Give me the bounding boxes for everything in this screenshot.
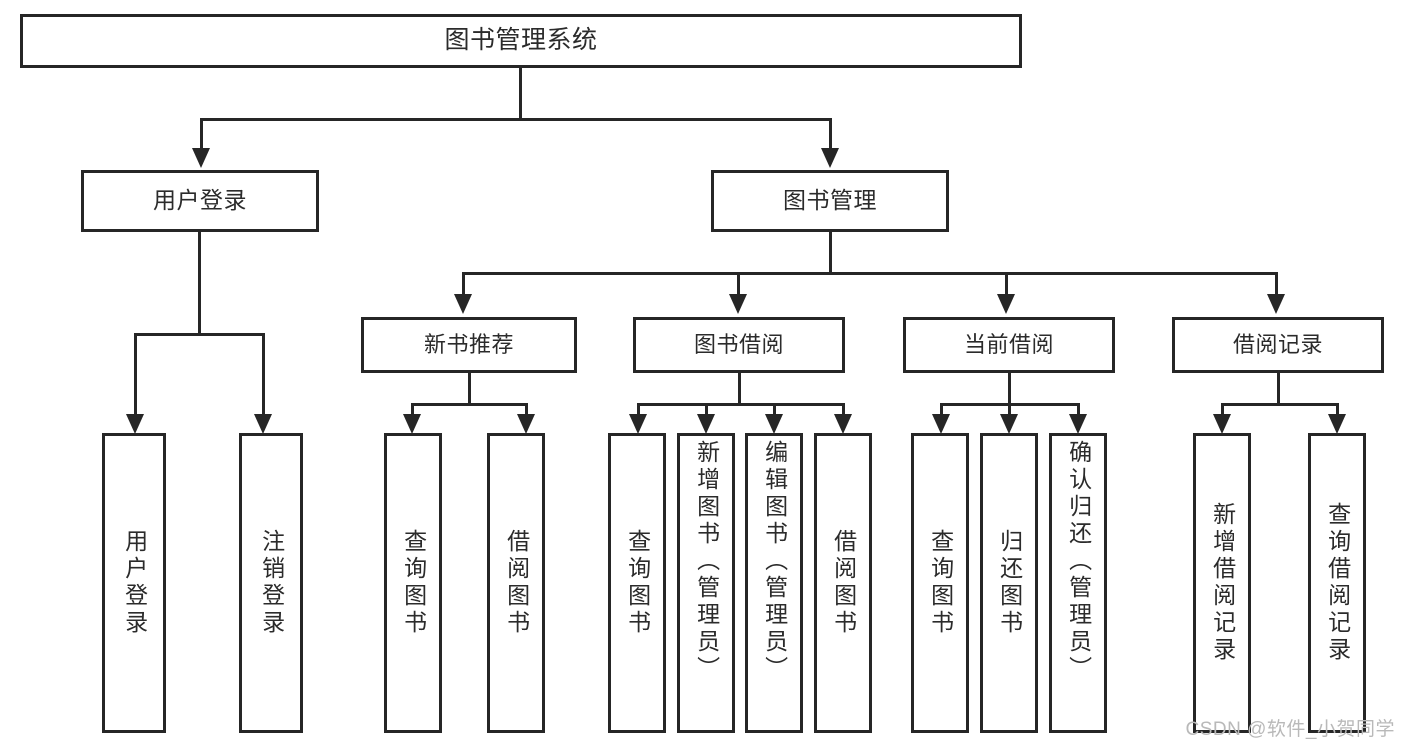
node-leaf-query-book-3[interactable]: 查询图书: [911, 433, 969, 733]
node-label: 查询图书: [400, 529, 427, 637]
node-current-borrow[interactable]: 当前借阅: [903, 317, 1115, 373]
connector-root-to-book-management: [829, 118, 832, 150]
connector-user-login-bus: [134, 333, 265, 336]
node-label: 查询图书: [927, 529, 954, 637]
node-leaf-user-login[interactable]: 用户登录: [102, 433, 166, 733]
node-leaf-confirm-return[interactable]: 确认归还（管理员）: [1049, 433, 1107, 733]
arrowhead-new-book-recommend: [454, 294, 472, 314]
connector-book-management-bus: [462, 272, 1278, 275]
connector-nbr-stem: [468, 373, 471, 405]
connector-nbr-to-query-book: [411, 403, 414, 417]
connector-br-stem: [1277, 373, 1280, 405]
connector-bm-to-borrow-record: [1275, 272, 1278, 296]
node-leaf-edit-book[interactable]: 编辑图书（管理员）: [745, 433, 803, 733]
node-label: 编辑图书（管理员）: [761, 440, 788, 683]
connector-cb-to-query-book: [940, 403, 943, 417]
node-leaf-borrow-book-1[interactable]: 借阅图书: [487, 433, 545, 733]
arrowhead-leaf-query-book-3: [932, 414, 950, 434]
node-label: 当前借阅: [963, 332, 1054, 358]
connector-book-management-stem: [829, 232, 832, 274]
connector-bb-to-add-book: [705, 403, 708, 417]
connector-cb-stem: [1008, 373, 1011, 405]
arrowhead-current-borrow: [997, 294, 1015, 314]
arrowhead-leaf-query-record: [1328, 414, 1346, 434]
connector-bb-to-edit-book: [773, 403, 776, 417]
connector-br-bus: [1221, 403, 1339, 406]
node-label: 新书推荐: [423, 332, 514, 358]
connector-bb-bus: [637, 403, 845, 406]
connector-user-login-stem: [198, 232, 201, 335]
connector-root-stem: [519, 68, 522, 118]
node-label: 图书借阅: [693, 332, 784, 358]
node-book-management-system[interactable]: 图书管理系统: [20, 14, 1022, 68]
node-leaf-return-book[interactable]: 归还图书: [980, 433, 1038, 733]
connector-br-to-add-record: [1221, 403, 1224, 417]
connector-user-login-to-leaf-user-login: [134, 333, 137, 416]
connector-bb-to-query-book: [637, 403, 640, 417]
connector-bm-to-new-book-recommend: [462, 272, 465, 296]
connector-cb-to-return-book: [1008, 403, 1011, 417]
arrowhead-leaf-add-book: [697, 414, 715, 434]
node-label: 用户登录: [121, 529, 148, 637]
connector-bm-to-current-borrow: [1005, 272, 1008, 296]
node-label: 借阅图书: [503, 529, 530, 637]
connector-root-to-user-login: [200, 118, 203, 150]
connector-nbr-bus: [411, 403, 528, 406]
connector-bb-to-borrow-book: [842, 403, 845, 417]
arrowhead-book-borrow: [729, 294, 747, 314]
node-label: 用户登录: [153, 187, 247, 214]
node-label: 借阅图书: [830, 529, 857, 637]
arrowhead-leaf-return-book: [1000, 414, 1018, 434]
arrowhead-leaf-borrow-book-2: [834, 414, 852, 434]
arrowhead-leaf-query-book-1: [403, 414, 421, 434]
arrowhead-borrow-record: [1267, 294, 1285, 314]
node-leaf-add-record[interactable]: 新增借阅记录: [1193, 433, 1251, 733]
node-leaf-query-record[interactable]: 查询借阅记录: [1308, 433, 1366, 733]
node-label: 新增借阅记录: [1209, 502, 1236, 664]
node-label: 查询借阅记录: [1324, 502, 1351, 664]
arrowhead-leaf-add-record: [1213, 414, 1231, 434]
connector-cb-to-confirm-return: [1077, 403, 1080, 417]
csdn-watermark: CSDN @软件_小贺同学: [1185, 719, 1395, 740]
node-label: 图书管理: [783, 187, 877, 214]
arrowhead-leaf-query-book-2: [629, 414, 647, 434]
node-book-management[interactable]: 图书管理: [711, 170, 949, 232]
node-label: 新增图书（管理员）: [693, 440, 720, 683]
arrowhead-leaf-user-login: [126, 414, 144, 434]
arrowhead-leaf-borrow-book-1: [517, 414, 535, 434]
node-label: 注销登录: [258, 529, 285, 637]
node-label: 归还图书: [996, 529, 1023, 637]
arrowhead-book-management: [821, 148, 839, 168]
connector-bm-to-book-borrow: [737, 272, 740, 296]
arrowhead-leaf-edit-book: [765, 414, 783, 434]
node-new-book-recommend[interactable]: 新书推荐: [361, 317, 577, 373]
node-book-borrow[interactable]: 图书借阅: [633, 317, 845, 373]
node-leaf-add-book[interactable]: 新增图书（管理员）: [677, 433, 735, 733]
node-borrow-record[interactable]: 借阅记录: [1172, 317, 1384, 373]
node-user-login[interactable]: 用户登录: [81, 170, 319, 232]
connector-bb-stem: [738, 373, 741, 405]
node-leaf-query-book-1[interactable]: 查询图书: [384, 433, 442, 733]
connector-nbr-to-borrow-book: [525, 403, 528, 417]
node-leaf-query-book-2[interactable]: 查询图书: [608, 433, 666, 733]
connector-br-to-query-record: [1336, 403, 1339, 417]
node-label: 图书管理系统: [444, 26, 598, 55]
arrowhead-user-login: [192, 148, 210, 168]
node-leaf-logout-login[interactable]: 注销登录: [239, 433, 303, 733]
connector-user-login-to-leaf-logout: [262, 333, 265, 416]
arrowhead-leaf-logout-login: [254, 414, 272, 434]
node-label: 借阅记录: [1232, 332, 1323, 358]
connector-root-bus: [200, 118, 832, 121]
node-leaf-borrow-book-2[interactable]: 借阅图书: [814, 433, 872, 733]
arrowhead-leaf-confirm-return: [1069, 414, 1087, 434]
node-label: 确认归还（管理员）: [1065, 440, 1092, 683]
node-label: 查询图书: [624, 529, 651, 637]
